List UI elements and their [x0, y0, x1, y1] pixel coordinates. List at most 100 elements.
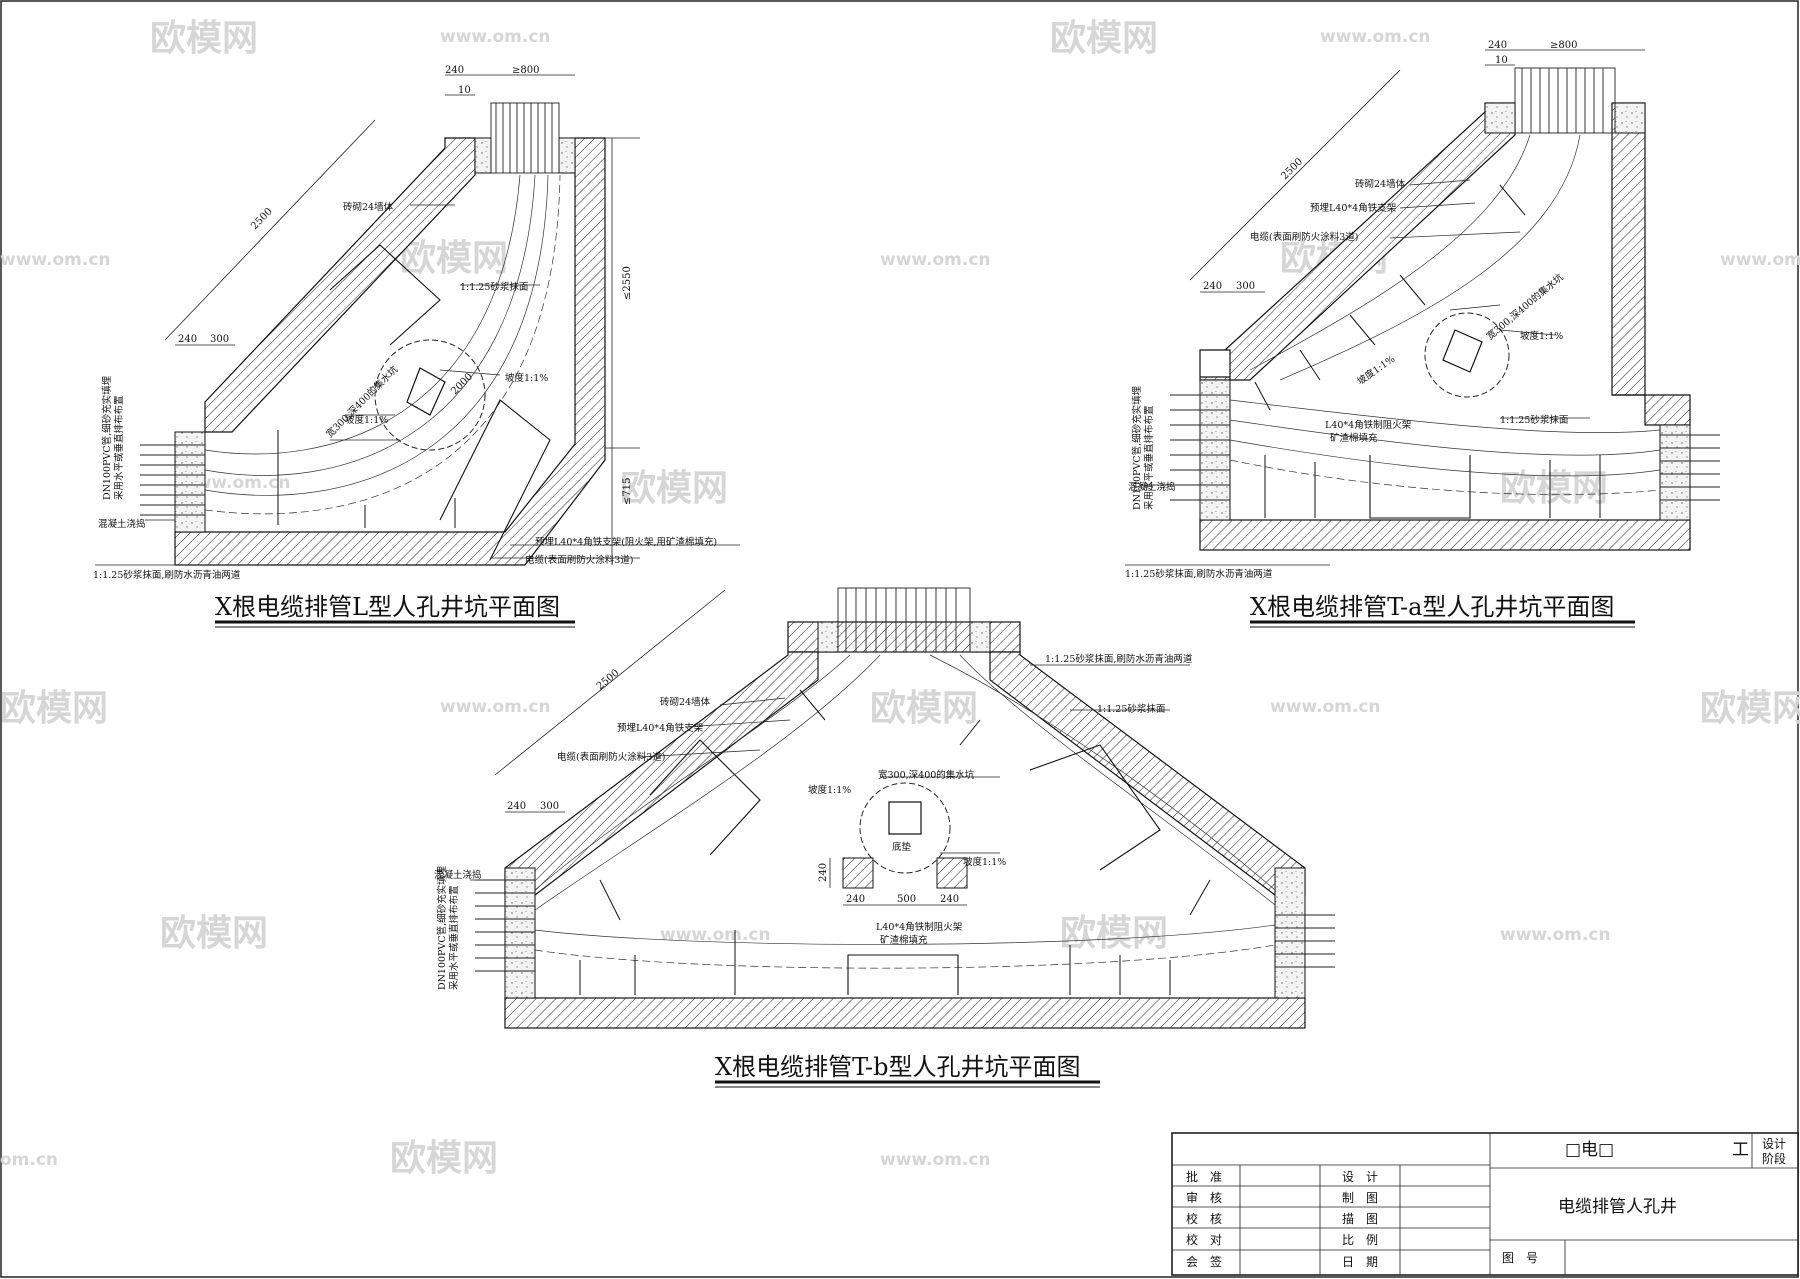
dim-300: 300: [1236, 281, 1255, 292]
label-sump: 宽300,深400的集水坑: [878, 769, 975, 781]
l-pipe-bundle-left: [140, 444, 205, 516]
label-cable: 电缆(表面刷防火涂料3道): [557, 751, 665, 763]
title-block: 批 准 审 核 校 核 校 对 会 签 设 计 制 图 描 图 比 例 日 期 …: [1171, 1132, 1799, 1276]
dim-240-left: 240: [507, 801, 526, 812]
dim-800: ≥800: [512, 65, 539, 76]
tb-label-review: 审 核: [1186, 1190, 1222, 1205]
label-slope-2: 坡度1:1%: [963, 856, 1006, 868]
tb-label-trace: 描 图: [1342, 1212, 1378, 1226]
l-wall-cap-top2: [558, 137, 576, 174]
ta-leaders: [1125, 179, 1590, 566]
tb-label-proof: 校 对: [1186, 1232, 1222, 1247]
watermark-text: 欧模网: [1500, 468, 1608, 509]
dim-800: ≥800: [1550, 40, 1577, 51]
label-brick-wall: 砖砌24墙体: [660, 696, 711, 708]
label-fire-barrier-2: 矿渣棉填充: [1330, 432, 1378, 444]
tb-project-name: □电□: [1565, 1140, 1614, 1160]
l-wall-cap-left: [174, 431, 206, 533]
tb-label-countersign: 会 签: [1186, 1254, 1222, 1269]
watermark-text: 欧模网: [1050, 18, 1158, 59]
watermark-text: 欧模网: [620, 468, 728, 509]
label-pipe: DN100PVC管,细砂充实填埋: [1131, 385, 1143, 510]
label-mortar-top: 1:1.25砂浆抹面,刷防水沥青油两道: [1045, 653, 1193, 665]
label-fire-barrier: L40*4角铁制阻火架: [1325, 419, 1412, 431]
dim-240: 240: [1488, 40, 1507, 51]
ta-wall-cap-left: [1199, 379, 1231, 521]
watermark-text: www.om.cn: [1500, 925, 1611, 945]
l-cables: [204, 174, 561, 515]
label-bracket: 预埋L40*4角铁支架(阻火架,用矿渣棉填充): [535, 536, 717, 548]
tb-label-draft: 制 图: [1342, 1191, 1378, 1205]
label-pad: 底垫: [892, 841, 912, 853]
l-sump: [406, 367, 446, 416]
dim-240-b: 240: [846, 894, 865, 905]
dim-240-v: 240: [818, 863, 829, 882]
label-brick-wall: 砖砌24墙体: [343, 201, 394, 213]
dim-2500: 2500: [595, 668, 622, 693]
label-concrete: 混凝土浇捣: [434, 869, 482, 881]
label-pipe: DN100PVC管,细砂充实填埋: [101, 375, 113, 500]
ta-wall-left: [1199, 102, 1516, 381]
watermark-text: www.om.cn: [440, 697, 551, 717]
plan-ta: 240 ≥800 10 2500 240 300 砖砌24墙体 预埋L40*4角…: [1125, 40, 1720, 628]
dim-715: ≤715: [622, 478, 633, 505]
ta-wall-right: [1611, 102, 1646, 396]
label-slope-2: 坡度1:1%: [345, 414, 388, 426]
dim-240-left: 240: [178, 334, 197, 345]
tb-leaders: [470, 664, 1190, 881]
label-pipe: DN100PVC管,细砂充实填埋: [436, 865, 448, 990]
l-dimension-lines: [164, 74, 640, 565]
label-bracket: 预埋L40*4角铁支架: [617, 722, 704, 734]
ta-pipe-bundle-left: [1170, 394, 1230, 501]
l-fire-barriers: [329, 244, 551, 561]
label-pipe-2: 采用水平或垂直排布布置: [1143, 405, 1155, 510]
label-sump: 宽300,深400的集水坑: [324, 363, 401, 440]
tb-fire-barrier-left: [649, 739, 761, 856]
tb-wall-cap-right: [1274, 867, 1306, 999]
watermark-text: www.om.cn: [880, 250, 991, 270]
watermark-text: 欧模网: [1700, 688, 1800, 729]
watermark-text: 欧模网: [160, 913, 268, 954]
label-mortar-bottom: 1:1.25砂浆抹面,刷防水沥青油两道: [93, 569, 241, 581]
dim-500: 500: [897, 894, 916, 905]
tb-wall-cap-top2: [969, 621, 991, 653]
l-sump-circle: [374, 339, 486, 451]
tb-pipe-bundle-top: [837, 587, 971, 653]
label-cable: 电缆(表面刷防火涂料3道): [525, 554, 633, 566]
label-fire-barrier: L40*4角铁制阻火架: [876, 921, 963, 933]
tb-stage: 设计: [1762, 1137, 1786, 1151]
plan-l: 240 ≥800 10 2500 240 300 ≤2550 ≤715 2000…: [93, 65, 740, 628]
plan-tb: 2500 240 300 240 240 500 240 1:1.25砂浆抹面,…: [434, 587, 1335, 1088]
watermark-text: 欧模网: [390, 1138, 498, 1179]
dim-240: 240: [445, 65, 464, 76]
tb-pipe-bundle-left: [475, 879, 535, 972]
label-mortar: 1:1.25砂浆抹面: [1097, 703, 1165, 715]
tb-fire-barrier-right: [1029, 744, 1161, 871]
watermark-text: www.om.cn: [1720, 250, 1800, 270]
dim-2550: ≤2550: [622, 266, 633, 300]
watermark-text: om.cn: [0, 1150, 58, 1170]
tb-pad-left: [842, 857, 874, 889]
tb-stage-2: 阶段: [1762, 1151, 1786, 1166]
plan-l-title: X根电缆排管L型人孔井坑平面图: [215, 593, 560, 621]
l-leaders: [95, 204, 740, 566]
label-mortar: 1:1.25砂浆抹面: [1500, 414, 1568, 426]
tb-wall-cap-top: [817, 621, 839, 653]
tb-dimension-lines: [494, 589, 967, 906]
tb-sump: [888, 801, 922, 835]
plan-ta-title: X根电缆排管T-a型人孔井坑平面图: [1250, 593, 1614, 621]
label-cable: 电缆(表面刷防火涂料3道): [1250, 231, 1358, 243]
watermark-text: www.om.cn: [660, 925, 771, 945]
l-wall-inner: [204, 137, 476, 433]
watermark-text: 欧模网: [400, 238, 508, 279]
tb-brackets: [579, 689, 1211, 995]
ta-brackets: [1254, 184, 1601, 518]
dim-300: 300: [210, 334, 229, 345]
tb-wall-bottom: [504, 997, 1306, 1029]
watermark-text: www.om.cn: [1320, 27, 1431, 47]
dim-300: 300: [540, 801, 559, 812]
label-pipe-2: 采用水平或垂直排布布置: [113, 395, 125, 500]
ta-pipe-bundle-right: [1660, 434, 1720, 501]
tb-cables: [534, 654, 1276, 969]
label-bracket: 预埋L40*4角铁支架: [1310, 202, 1397, 214]
